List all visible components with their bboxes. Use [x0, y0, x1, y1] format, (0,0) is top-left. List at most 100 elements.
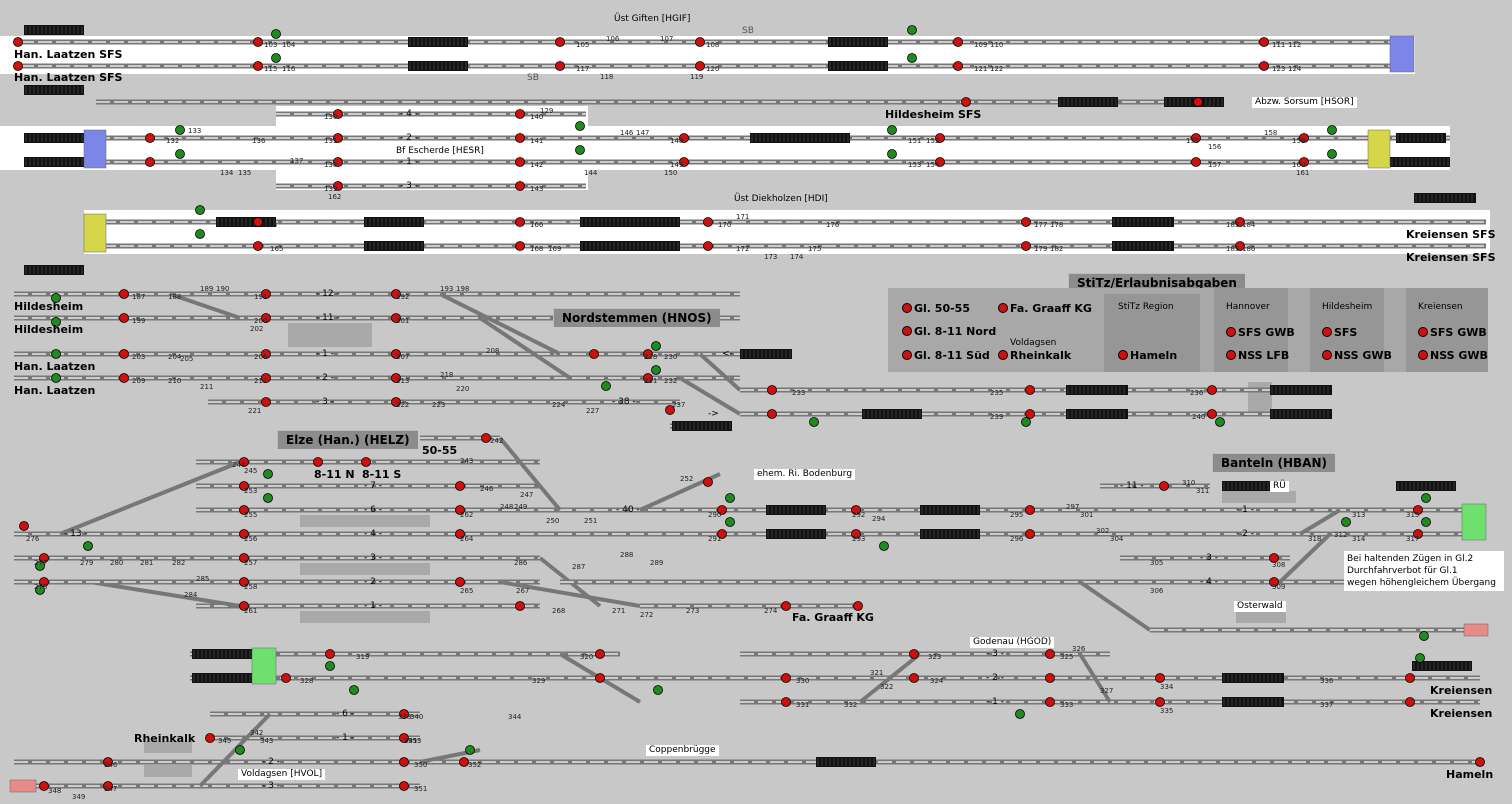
signal-lamp[interactable]: [1299, 157, 1309, 167]
signal-lamp[interactable]: [1207, 409, 1217, 419]
signal-lamp[interactable]: [703, 477, 713, 487]
signal-lamp[interactable]: [39, 781, 49, 791]
signal-lamp[interactable]: [119, 289, 129, 299]
signal-lamp[interactable]: [879, 541, 889, 551]
signal-lamp[interactable]: [103, 781, 113, 791]
signal-lamp[interactable]: [909, 673, 919, 683]
track-crossover[interactable]: [698, 352, 742, 392]
signal-lamp[interactable]: [281, 673, 291, 683]
signal-lamp[interactable]: [261, 349, 271, 359]
signal-lamp[interactable]: [1215, 417, 1225, 427]
signal-lamp[interactable]: [399, 733, 409, 743]
signal-lamp[interactable]: [717, 529, 727, 539]
signal-lamp[interactable]: [119, 373, 129, 383]
signal-lamp[interactable]: [1045, 673, 1055, 683]
signal-lamp[interactable]: [239, 529, 249, 539]
signal-lamp[interactable]: [253, 61, 263, 71]
signal-lamp[interactable]: [695, 37, 705, 47]
signal-lamp[interactable]: [595, 649, 605, 659]
signal-lamp[interactable]: [51, 373, 61, 383]
signal-lamp[interactable]: [39, 577, 49, 587]
signal-lamp[interactable]: [333, 157, 343, 167]
signal-lamp[interactable]: [263, 493, 273, 503]
signal-lamp[interactable]: [515, 157, 525, 167]
signal-lamp[interactable]: [703, 241, 713, 251]
track-crossover[interactable]: [439, 292, 561, 356]
signal-lamp[interactable]: [261, 397, 271, 407]
block-section[interactable]: [1112, 217, 1174, 227]
signal-lamp[interactable]: [119, 349, 129, 359]
signal-lamp[interactable]: [643, 373, 653, 383]
line-end-block[interactable]: [83, 213, 107, 253]
track-crossover[interactable]: [169, 292, 241, 320]
signal-lamp[interactable]: [51, 293, 61, 303]
signal-lamp[interactable]: [1025, 409, 1035, 419]
block-section[interactable]: [1222, 697, 1284, 707]
permission-lamp[interactable]: [998, 303, 1008, 313]
block-section[interactable]: [1414, 193, 1476, 203]
signal-lamp[interactable]: [1341, 517, 1351, 527]
line-end-block[interactable]: [9, 779, 37, 793]
signal-lamp[interactable]: [1025, 385, 1035, 395]
signal-lamp[interactable]: [1045, 697, 1055, 707]
block-section[interactable]: [1270, 385, 1332, 395]
signal-lamp[interactable]: [13, 37, 23, 47]
track-crossover[interactable]: [678, 376, 742, 416]
signal-lamp[interactable]: [907, 53, 917, 63]
signal-lamp[interactable]: [253, 217, 263, 227]
signal-lamp[interactable]: [653, 685, 663, 695]
signal-lamp[interactable]: [679, 157, 689, 167]
signal-lamp[interactable]: [953, 37, 963, 47]
signal-lamp[interactable]: [1207, 385, 1217, 395]
signal-lamp[interactable]: [35, 585, 45, 595]
signal-lamp[interactable]: [515, 217, 525, 227]
line-end-block[interactable]: [1461, 503, 1487, 541]
block-section[interactable]: [1270, 409, 1332, 419]
signal-lamp[interactable]: [717, 505, 727, 515]
signal-lamp[interactable]: [239, 505, 249, 515]
signal-lamp[interactable]: [349, 685, 359, 695]
track-crossover[interactable]: [198, 712, 272, 788]
signal-lamp[interactable]: [195, 205, 205, 215]
block-section[interactable]: [1066, 385, 1128, 395]
signal-lamp[interactable]: [515, 181, 525, 191]
signal-lamp[interactable]: [455, 577, 465, 587]
signal-lamp[interactable]: [1155, 697, 1165, 707]
signal-lamp[interactable]: [333, 133, 343, 143]
track-crossover[interactable]: [499, 580, 641, 608]
signal-lamp[interactable]: [515, 241, 525, 251]
line-end-block[interactable]: [251, 647, 277, 685]
signal-lamp[interactable]: [103, 757, 113, 767]
signal-lamp[interactable]: [1259, 61, 1269, 71]
signal-lamp[interactable]: [205, 733, 215, 743]
signal-lamp[interactable]: [1413, 505, 1423, 515]
signal-lamp[interactable]: [515, 601, 525, 611]
signal-lamp[interactable]: [239, 601, 249, 611]
block-section[interactable]: [1066, 409, 1128, 419]
signal-lamp[interactable]: [1405, 673, 1415, 683]
track-crossover[interactable]: [858, 652, 922, 704]
signal-lamp[interactable]: [1021, 217, 1031, 227]
signal-lamp[interactable]: [809, 417, 819, 427]
signal-lamp[interactable]: [601, 381, 611, 391]
signal-lamp[interactable]: [1015, 709, 1025, 719]
station-box-nordstemmen[interactable]: Nordstemmen (HNOS): [553, 308, 720, 327]
signal-lamp[interactable]: [935, 133, 945, 143]
signal-lamp[interactable]: [481, 433, 491, 443]
signal-lamp[interactable]: [1025, 529, 1035, 539]
signal-lamp[interactable]: [1299, 133, 1309, 143]
signal-lamp[interactable]: [1235, 217, 1245, 227]
track-crossover[interactable]: [1298, 508, 1342, 536]
signal-lamp[interactable]: [391, 373, 401, 383]
signal-lamp[interactable]: [953, 61, 963, 71]
station-box-banteln[interactable]: Banteln (HBAN): [1212, 453, 1335, 472]
signal-lamp[interactable]: [1421, 493, 1431, 503]
signal-lamp[interactable]: [651, 341, 661, 351]
track-crossover[interactable]: [89, 580, 241, 608]
signal-lamp[interactable]: [1405, 697, 1415, 707]
signal-lamp[interactable]: [455, 529, 465, 539]
signal-lamp[interactable]: [575, 121, 585, 131]
signal-lamp[interactable]: [145, 133, 155, 143]
signal-lamp[interactable]: [935, 157, 945, 167]
permission-lamp[interactable]: [1418, 327, 1428, 337]
